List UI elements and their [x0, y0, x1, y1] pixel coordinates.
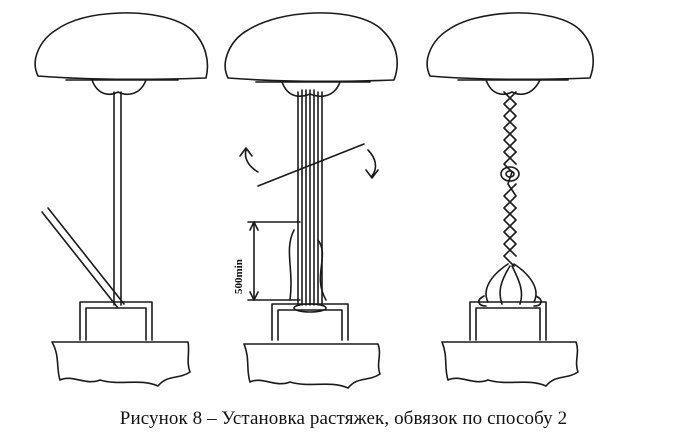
- panel-3-hook: [485, 79, 541, 95]
- figure-caption: Рисунок 8 – Установка растяжек, обвязок …: [119, 408, 568, 429]
- panel-3-clamp: [469, 301, 547, 341]
- panel-3-ring: [500, 166, 520, 182]
- panel-1-single-rod: [34, 12, 209, 387]
- panel-1-clamp: [79, 301, 153, 341]
- panel-1-hook: [91, 79, 147, 95]
- panel-2-strand: [288, 229, 295, 301]
- panel-3-twisted-rope: [426, 12, 594, 387]
- panel-2-rotate-arrow-right: [367, 149, 377, 177]
- panel-2-rotate-arrow-left: [244, 149, 259, 173]
- panel-3-crown: [426, 12, 594, 81]
- panel-2-hook: [281, 81, 341, 97]
- panel-3-splay: [485, 263, 509, 303]
- panel-3-base: [441, 341, 579, 387]
- panel-1-brace-a: [41, 211, 119, 309]
- panel-2-crown: [224, 12, 398, 83]
- panel-1-base: [51, 341, 191, 387]
- panel-1-crown: [34, 12, 209, 81]
- panel-2-base: [243, 343, 381, 389]
- panel-2-rotation-line: [257, 143, 365, 187]
- panel-1-brace-b: [47, 207, 125, 305]
- panel-1-clamp-inner: [85, 307, 147, 341]
- panel-2-bundled-rods: 500min: [224, 12, 398, 389]
- dimension-label: 500min: [233, 259, 245, 294]
